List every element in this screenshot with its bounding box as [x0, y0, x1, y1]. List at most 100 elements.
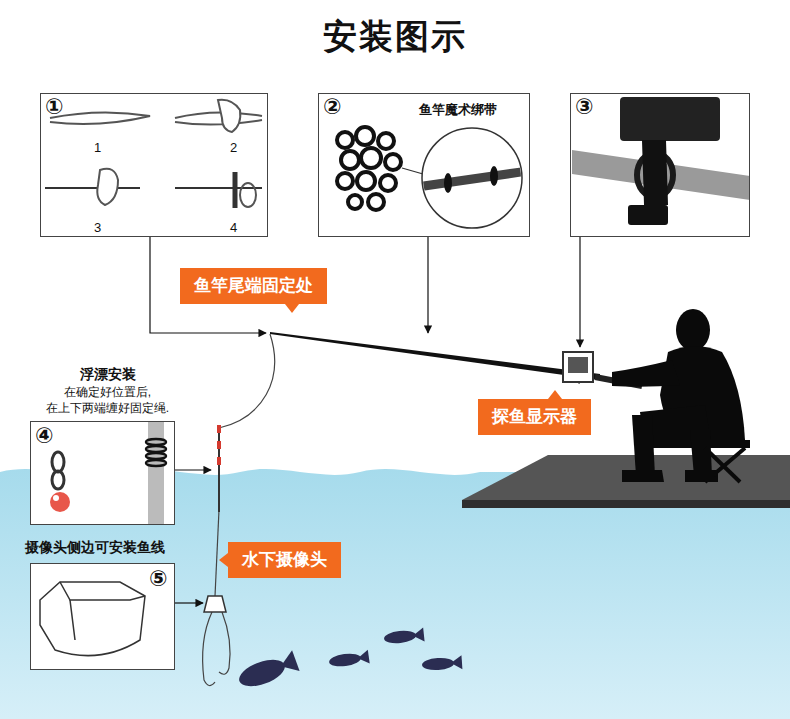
leader-arrow — [175, 469, 211, 470]
tag-text: 水下摄像头 — [242, 550, 327, 569]
float-part — [217, 457, 221, 465]
fishing-line-part — [219, 612, 230, 674]
velcro-rings-part — [337, 132, 353, 148]
angler-part — [632, 415, 655, 476]
display-mount-part — [620, 97, 720, 141]
panel-title: 鱼竿魔术绑带 — [419, 102, 497, 118]
diagram-title: 安装图示 — [0, 16, 790, 57]
fish-part — [383, 628, 424, 646]
step-number: 3 — [94, 220, 101, 236]
fish-part-part — [357, 650, 370, 665]
fish-part — [422, 655, 463, 672]
angler-part — [612, 360, 680, 387]
knot-steps-part — [175, 120, 262, 125]
float-detail — [50, 421, 166, 525]
magnified-rod — [402, 128, 535, 228]
panel-ground-part — [30, 563, 175, 670]
display-mount-part — [628, 205, 668, 225]
camera-detail-part — [70, 600, 75, 640]
callout-number: ④ — [35, 425, 54, 447]
fish-finder-part — [568, 357, 588, 373]
float-detail-part — [50, 492, 70, 512]
velcro-rings-part — [378, 133, 394, 149]
knot-steps-part — [175, 187, 262, 189]
knot-steps-part — [233, 172, 238, 208]
velcro-rings-part — [337, 173, 353, 189]
float-detail-part-part — [146, 453, 166, 459]
float-detail-part — [52, 471, 64, 489]
tag-text: 鱼竿尾端固定处 — [194, 276, 313, 295]
step-number: 1 — [94, 140, 101, 156]
velcro-rings-part — [361, 148, 381, 168]
panel-note: 在确定好位置后, 在上下两端缠好固定绳. — [38, 384, 178, 416]
float-detail-part — [146, 439, 166, 466]
knot-steps-part — [218, 100, 240, 132]
callout-number: ⑤ — [149, 568, 168, 590]
magnified-rod-part-part — [490, 166, 498, 186]
callout-tag: 水下摄像头 — [228, 542, 341, 577]
fish-part-part — [422, 657, 455, 671]
velcro-rings-part — [348, 195, 362, 209]
leader-arrow — [427, 237, 428, 333]
float-detail-part — [148, 421, 164, 525]
knot-steps-part — [50, 112, 150, 124]
knot-panel: ①1234 — [40, 93, 268, 237]
float-detail-part — [53, 495, 59, 501]
panel-ground-part — [30, 421, 175, 525]
callout-number: ① — [45, 96, 64, 118]
camera-detail — [40, 582, 145, 656]
step-number: 2 — [230, 140, 237, 156]
fish-part-part — [328, 652, 361, 668]
fish — [236, 628, 463, 692]
magnified-rod-part-part — [410, 170, 535, 188]
float-detail-part-part — [146, 439, 166, 445]
heading-block: 浮漂安装在确定好位置后, 在上下两端缠好固定绳. — [20, 365, 195, 416]
fish-finder — [563, 352, 593, 383]
angler-part — [700, 440, 750, 448]
magnified-rod-part — [402, 168, 423, 174]
velcro-rings-part — [356, 127, 374, 145]
knot-steps-part — [45, 187, 140, 189]
fishing-line-part — [203, 612, 215, 686]
float-part — [218, 425, 220, 512]
callout-tag: 探鱼显示器 — [478, 399, 591, 434]
fish-finder-part — [563, 352, 593, 382]
fishing-rod — [270, 332, 642, 386]
underwater-camera — [204, 596, 226, 612]
float-panel: 浮漂安装在确定好位置后, 在上下两端缠好固定绳. ④ — [20, 365, 195, 525]
underwater-camera-part — [204, 596, 226, 612]
tag-text: 探鱼显示器 — [492, 407, 577, 426]
display-mount — [572, 97, 750, 225]
knot-steps-part — [175, 112, 262, 118]
fish-part — [328, 650, 370, 669]
float-detail-part-part — [146, 446, 166, 452]
tag-pointer — [548, 390, 562, 399]
leader-lines — [150, 237, 580, 603]
float-detail-part — [52, 452, 64, 472]
knot-steps — [45, 100, 262, 208]
angler-part — [676, 309, 710, 351]
panel-frame: ④ — [30, 421, 175, 525]
angler-part — [705, 448, 745, 482]
fishing-line-part — [219, 334, 275, 428]
velcro-rings-part — [341, 151, 359, 169]
camera-panel: 摄像头侧边可安装鱼线 ⑤ — [20, 538, 210, 673]
float-detail-part-part — [146, 460, 166, 466]
velcro-rings-part — [368, 194, 384, 210]
panel-heading: 摄像头侧边可安装鱼线 — [20, 538, 210, 557]
strap-panel: ② 鱼竿魔术绑带 — [318, 93, 530, 237]
angler — [612, 309, 750, 482]
panel-frame: ⑤ — [30, 563, 175, 670]
callout-number: ② — [323, 96, 342, 118]
heading-block: 摄像头侧边可安装鱼线 — [20, 538, 210, 557]
float — [217, 425, 221, 512]
fish-part-part — [450, 655, 462, 670]
magnified-rod-part — [410, 166, 535, 193]
camera-detail-part — [60, 582, 145, 600]
fish-part-part — [412, 628, 424, 643]
display-mount-part — [642, 140, 668, 205]
dock-part — [462, 455, 790, 500]
velcro-rings-part — [385, 154, 401, 170]
